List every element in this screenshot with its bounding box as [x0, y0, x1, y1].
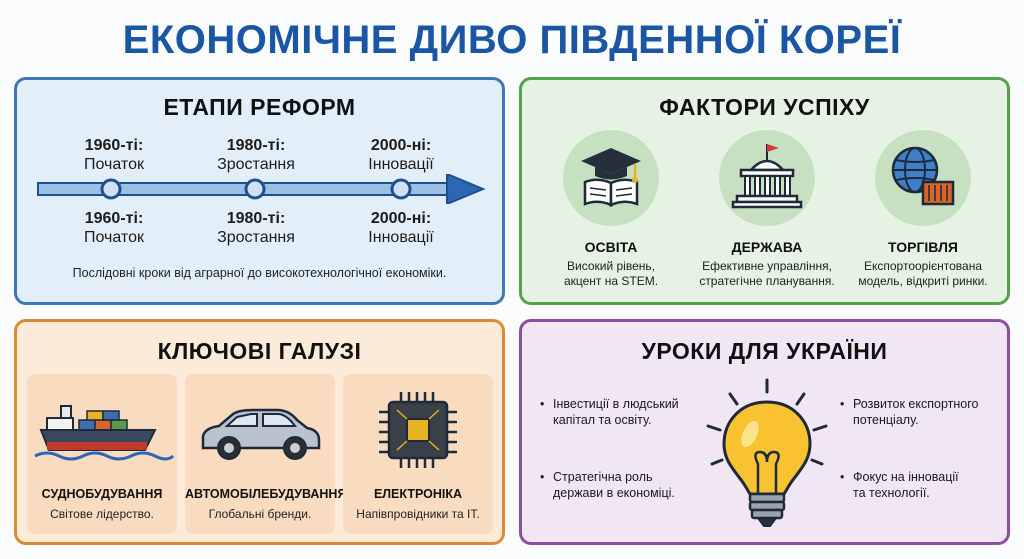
factor-name: ДЕРЖАВА: [731, 239, 803, 255]
factor-name: ОСВІТА: [584, 239, 638, 255]
timeline-bottom-1980: 1980-ті: Зростання: [196, 209, 316, 247]
timeline-top-2000: 2000-ні: Інновації: [341, 136, 461, 174]
industry-automotive: АВТОМОБІЛЕБУДУВАННЯ Глобальні бренди.: [185, 374, 347, 534]
lessons-title: УРОКИ ДЛЯ УКРАЇНИ: [641, 338, 888, 364]
industry-shipbuilding: СУДНОБУДУВАННЯ Світове лідерство.: [27, 374, 177, 534]
timeline-top-1960: 1960-ті: Початок: [54, 136, 174, 174]
industry-name: АВТОМОБІЛЕБУДУВАННЯ: [185, 487, 347, 501]
timeline-year: 1960-ті:: [84, 137, 144, 154]
timeline-bottom-2000: 2000-ні: Інновації: [341, 209, 461, 247]
graduation-icon: [563, 130, 659, 226]
factor-name: ТОРГІВЛЯ: [888, 239, 958, 255]
timeline-stage: Інновації: [368, 156, 434, 173]
bullet: •: [840, 397, 845, 411]
timeline-bottom-1960: 1960-ті: Початок: [54, 209, 174, 247]
timeline-top-1980: 1980-ті: Зростання: [196, 136, 316, 174]
timeline-marker: [390, 178, 412, 200]
timeline-marker: [100, 178, 122, 200]
lightbulb-icon: [706, 378, 828, 527]
government-building-icon: [719, 130, 815, 226]
timeline-year: 2000-ні:: [370, 137, 432, 154]
timeline-caption: Послідовні кроки від аграрної до високот…: [72, 266, 447, 280]
industries-title: КЛЮЧОВІ ГАЛУЗІ: [157, 338, 362, 364]
microchip-icon: [379, 392, 457, 468]
industry-name: СУДНОБУДУВАННЯ: [41, 487, 163, 501]
timeline-stage: Зростання: [217, 229, 295, 246]
reforms-title: ЕТАПИ РЕФОРМ: [163, 94, 356, 120]
factor-state: ДЕРЖАВА Ефективне управління,стратегічне…: [692, 130, 842, 289]
timeline-arrow: [37, 174, 486, 204]
timeline-year: 2000-ні:: [370, 210, 432, 227]
industry-name: ЕЛЕКТРОНІКА: [373, 487, 463, 501]
factors-panel: ФАКТОРИ УСПІХУ ОСВІТА Високий рівень,акц…: [519, 77, 1010, 305]
timeline-year: 1980-ті:: [226, 137, 286, 154]
industry-desc: Глобальні бренди.: [208, 507, 312, 521]
timeline-year: 1980-ті:: [226, 210, 286, 227]
industry-electronics: ЕЛЕКТРОНІКА Напівпровідники та IT.: [343, 374, 493, 534]
industry-desc: Напівпровідники та IT.: [356, 507, 480, 521]
industry-desc: Світове лідерство.: [50, 507, 154, 521]
factor-education: ОСВІТА Високий рівень,акцент на STEM.: [536, 130, 686, 289]
factors-title: ФАКТОРИ УСПІХУ: [659, 94, 870, 120]
timeline-stage: Початок: [84, 229, 144, 246]
bullet: •: [540, 470, 545, 484]
lessons-panel: УРОКИ ДЛЯ УКРАЇНИ • Інвестиції в людськи…: [519, 319, 1010, 545]
reforms-panel: ЕТАПИ РЕФОРМ 1960-ті: Початок 1980-ті: З…: [14, 77, 505, 305]
factor-desc: Високий рівень,акцент на STEM.: [563, 259, 659, 288]
factor-desc: Ефективне управління,стратегічне планува…: [699, 259, 835, 288]
timeline-stage: Початок: [84, 156, 144, 173]
bullet: •: [540, 397, 545, 411]
cargo-ship-icon: [34, 405, 175, 461]
industries-panel: КЛЮЧОВІ ГАЛУЗІ СУДНОБУДУВАННЯ Світове лі…: [14, 319, 505, 545]
timeline-year: 1960-ті:: [84, 210, 144, 227]
bullet: •: [840, 470, 845, 484]
globe-container-icon: [875, 130, 971, 226]
page-title: ЕКОНОМІЧНЕ ДИВО ПІВДЕННОЇ КОРЕЇ: [122, 18, 902, 62]
timeline-marker: [244, 178, 266, 200]
timeline-stage: Інновації: [368, 229, 434, 246]
timeline-stage: Зростання: [217, 156, 295, 173]
car-icon: [201, 408, 321, 460]
